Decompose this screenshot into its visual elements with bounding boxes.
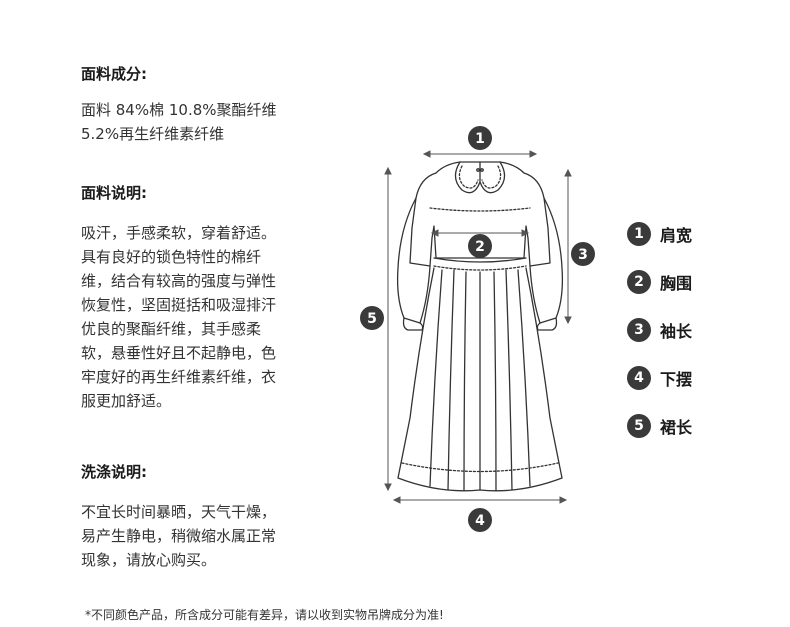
- fabric-heading: 面料成分:: [81, 65, 147, 83]
- footnote: *不同颜色产品，所含成分可能有差异，请以收到实物吊牌成分为准!: [85, 608, 444, 622]
- badge-3-label: 3: [578, 247, 588, 263]
- desc-line: 吸汗，手感柔软，穿着舒适。: [81, 224, 277, 242]
- washing-heading: 洗涤说明:: [81, 463, 147, 481]
- badge-5-label: 5: [367, 311, 377, 327]
- legend-label: 下摆: [660, 370, 693, 389]
- legend-badge: 1: [627, 222, 651, 246]
- legend-badge: 5: [627, 414, 651, 438]
- desc-line: 软，悬垂性好且不起静电，色: [81, 344, 277, 362]
- washing-instructions: 不宜长时间暴晒，天气干燥， 易产生静电，稍微缩水属正常 现象，请放心购买。: [81, 500, 276, 572]
- legend-label: 裙长: [660, 418, 693, 437]
- legend-badge: 3: [627, 318, 651, 342]
- legend-item: 3 袖长: [627, 318, 692, 342]
- dress-outline: [396, 161, 564, 492]
- badge-1-label: 1: [475, 131, 485, 147]
- measurement-lines: [384, 150, 572, 504]
- legend-badge: 2: [627, 270, 651, 294]
- wash-line: 不宜长时间暴晒，天气干燥，: [81, 503, 277, 521]
- badge-2: [468, 234, 492, 258]
- badge-4: [468, 508, 492, 532]
- legend-label: 胸围: [660, 274, 693, 293]
- fabric-desc-heading: 面料说明:: [81, 184, 147, 202]
- legend-item: 2 胸围: [627, 270, 692, 294]
- desc-line: 牢度好的再生纤维素纤维，衣: [81, 368, 277, 386]
- desc-line: 具有良好的锁色特性的棉纤: [81, 248, 262, 266]
- legend-label: 袖长: [660, 322, 693, 341]
- legend-item: 4 下摆: [627, 366, 692, 390]
- desc-line: 服更加舒适。: [81, 392, 172, 410]
- fabric-composition: 面料 84%棉 10.8%聚酯纤维 5.2%再生纤维素纤维: [81, 98, 277, 146]
- fabric-description: 吸汗，手感柔软，穿着舒适。 具有良好的锁色特性的棉纤 维，结合有较高的强度与弹性…: [81, 221, 276, 413]
- desc-line: 恢复性，坚固挺括和吸湿排汗: [81, 296, 277, 314]
- legend-item: 5 裙长: [627, 414, 692, 438]
- legend-item: 1 肩宽: [627, 222, 692, 246]
- badge-4-label: 4: [475, 513, 485, 529]
- dress-measurement-diagram: 1 2 3 4 5: [360, 126, 595, 532]
- wash-line: 易产生静电，稍微缩水属正常: [81, 527, 277, 545]
- fabric-line: 5.2%再生纤维素纤维: [81, 125, 225, 143]
- badge-3: [571, 242, 595, 266]
- measurement-badges: 1 2 3 4 5: [360, 126, 595, 532]
- badge-2-label: 2: [475, 239, 485, 255]
- legend-label: 肩宽: [660, 226, 693, 245]
- wash-line: 现象，请放心购买。: [81, 551, 217, 569]
- badge-1: [468, 126, 492, 150]
- legend-badge: 4: [627, 366, 651, 390]
- desc-line: 优良的聚酯纤维，其手感柔: [81, 320, 262, 338]
- desc-line: 维，结合有较高的强度与弹性: [81, 272, 277, 290]
- fabric-line: 面料 84%棉 10.8%聚酯纤维: [81, 101, 277, 119]
- badge-5: [360, 306, 384, 330]
